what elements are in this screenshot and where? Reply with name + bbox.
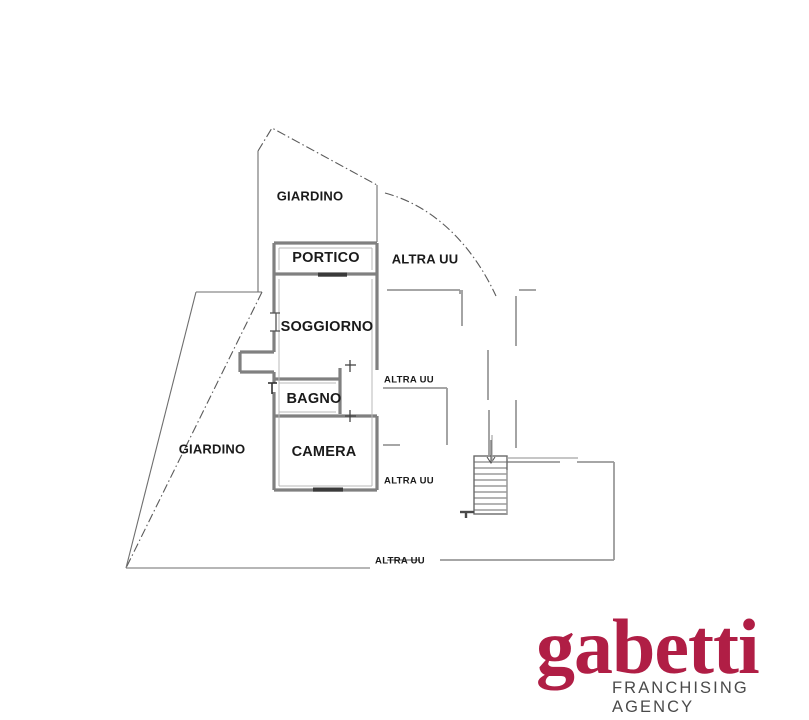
site-outline [125, 151, 378, 569]
courtyard-guides [491, 435, 578, 514]
room-label-giardino-top: GIARDINO [276, 188, 344, 204]
window-east-bagno-lower [345, 410, 356, 422]
unit-walls [238, 241, 379, 492]
window-soggiorno-west [270, 312, 280, 332]
window-bagno-west [268, 382, 277, 394]
door-camera-south [313, 487, 343, 492]
gabetti-logo: gabetti FRANCHISING AGENCY [536, 608, 781, 717]
window-east-bagno-upper [345, 360, 356, 372]
label-altra-uu-lower: ALTRA UU [384, 475, 434, 487]
logo-wordmark: gabetti [536, 603, 760, 690]
label-altra-uu-middle: ALTRA UU [384, 374, 434, 386]
adjacent-unit-walls [383, 289, 615, 561]
staircase [460, 440, 508, 518]
openings [268, 272, 356, 492]
label-altra-uu-bottom: ALTRA UU [375, 555, 425, 567]
logo-tagline: FRANCHISING AGENCY [612, 679, 749, 716]
room-label-portico: PORTICO [292, 250, 360, 266]
room-label-giardino-left: GIARDINO [178, 441, 246, 457]
room-label-camera: CAMERA [291, 444, 357, 460]
door-portico-soggiorno [318, 272, 347, 277]
room-label-soggiorno: SOGGIORNO [280, 319, 374, 335]
room-label-bagno: BAGNO [286, 391, 342, 407]
property-boundary-group [125, 127, 497, 569]
label-altra-uu-top: ALTRA UU [391, 251, 459, 267]
stair-direction-arrow [486, 440, 496, 464]
